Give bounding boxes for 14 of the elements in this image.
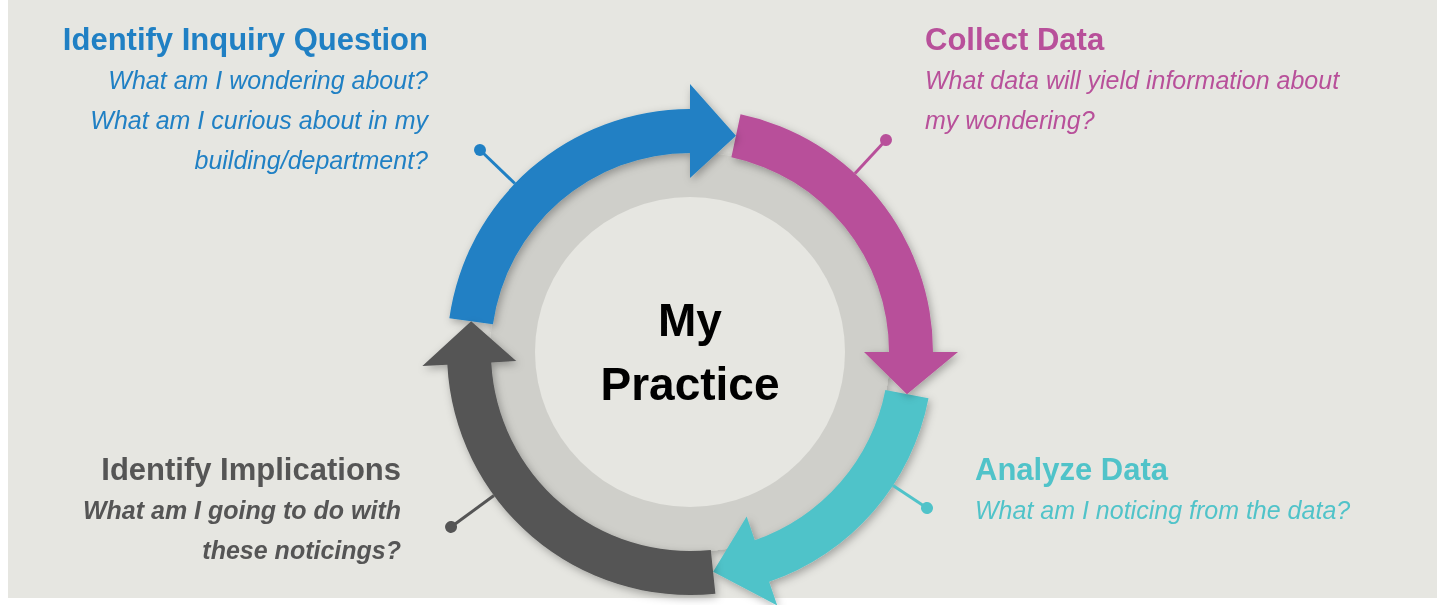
stage-heading: Identify Inquiry Question (61, 21, 428, 59)
leader-line (853, 134, 892, 175)
stage-heading: Analyze Data (975, 451, 1170, 489)
stage-question: What data will yield information about my wondering? (925, 65, 1341, 136)
stage-question: What am I going to do with these noticings? (82, 495, 401, 566)
leader-line (892, 484, 933, 514)
stage-question: What am I wondering about? (107, 65, 428, 96)
stage-question: What am I noticing from the data? (975, 495, 1352, 526)
stage-heading: Collect Data (925, 21, 1106, 59)
leader-line (445, 494, 495, 533)
center-label: My Practice (599, 293, 781, 412)
stage-question: What am I curious about in my building/department? (89, 105, 428, 176)
leader-line (474, 144, 516, 185)
stage-heading: Identify Implications (100, 451, 401, 489)
